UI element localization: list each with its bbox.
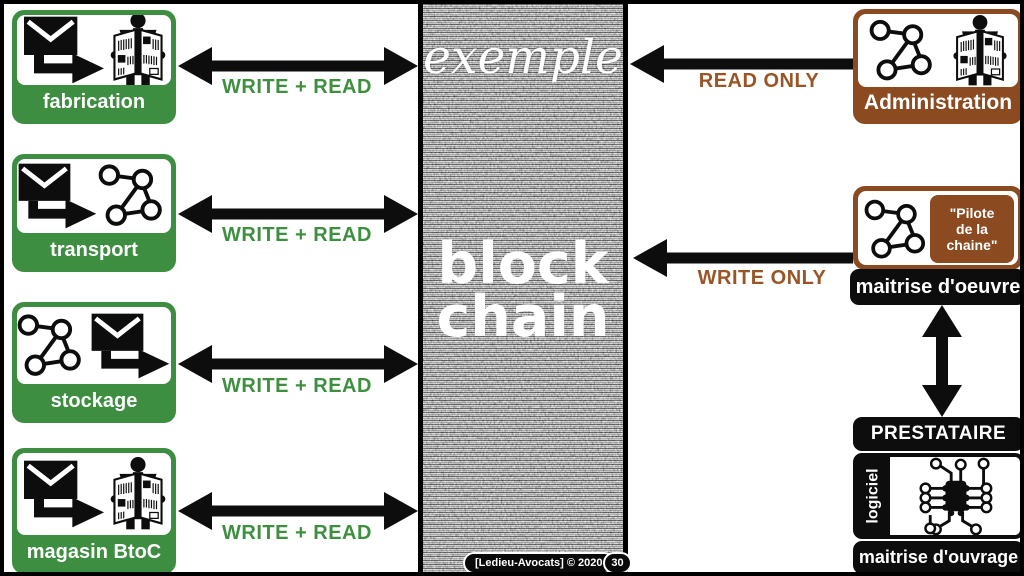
arrow-head-down-icon: [922, 385, 962, 417]
mail-forward-icon: [22, 459, 106, 529]
pilote-badge-line: "Pilote: [949, 205, 995, 221]
actor-box-magasin-btoc: magasin BtoC: [12, 448, 176, 572]
double-arrow-stockage: [178, 344, 418, 384]
arrow-head-left-icon: [178, 345, 212, 383]
logiciel-label: logiciel: [864, 468, 882, 524]
band-script-word: exemple: [423, 30, 623, 85]
maitrise-oeuvre-label: maitrise d'oeuvre: [850, 269, 1020, 305]
access-label-fabrication: WRITE + READ: [222, 76, 372, 98]
arrow-head-right-icon: [384, 345, 418, 383]
arrow-shaft: [936, 327, 948, 395]
arrow-shaft: [659, 252, 853, 264]
band-footer: [Ledieu-Avocats] © 2020 30: [423, 552, 632, 572]
logiciel-side-bar: logiciel: [857, 457, 890, 535]
network-nodes-icon: [98, 163, 171, 229]
chip-circuit-icon: [909, 456, 1001, 536]
actor-box-fabrication: fabrication: [12, 10, 176, 124]
mail-forward-icon: [90, 311, 171, 381]
arrow-shaft: [204, 208, 392, 220]
arrow-head-left-icon: [633, 239, 667, 277]
actor-icons: [858, 14, 1018, 87]
actor-label: stockage: [50, 389, 138, 412]
person-reading-icon: [953, 15, 1007, 87]
arrow-head-right-icon: [384, 492, 418, 530]
double-arrow-fabrication: [178, 46, 418, 86]
actor-box-stockage: stockage: [12, 302, 176, 423]
actor-label: fabrication: [42, 90, 146, 113]
person-reading-icon: [110, 457, 166, 531]
access-label-stockage: WRITE + READ: [222, 375, 372, 397]
band-title-line2: chain: [436, 284, 610, 350]
actor-box-administration: Administration: [853, 9, 1020, 124]
read-only-arrow: [630, 44, 853, 84]
access-label-magasin: WRITE + READ: [222, 522, 372, 544]
maitrise-ouvrage-label: maitrise d'ouvrage: [853, 541, 1020, 572]
mail-forward-icon: [17, 161, 98, 231]
write-only-arrow: [633, 238, 853, 278]
access-label-transport: WRITE + READ: [222, 224, 372, 246]
arrow-head-left-icon: [178, 47, 212, 85]
arrow-shaft: [204, 505, 392, 517]
pilote-badge-line: chaine": [946, 237, 998, 253]
person-reading-icon: [110, 15, 166, 85]
band-title: block chain: [423, 231, 623, 350]
double-arrow-transport: [178, 194, 418, 234]
arrow-head-left-icon: [178, 492, 212, 530]
actor-icons: [17, 307, 171, 384]
arrow-shaft: [656, 58, 853, 70]
scanlines-overlay: [423, 4, 623, 572]
actor-box-maitrise-oeuvre: "Pilote de la chaine": [853, 186, 1020, 270]
network-nodes-icon: [869, 19, 941, 83]
double-arrow-magasin: [178, 491, 418, 531]
page-number-badge: 30: [603, 552, 632, 572]
credit-badge: [Ledieu-Avocats] © 2020: [463, 552, 615, 572]
network-nodes-icon: [864, 199, 934, 261]
access-label-administration: READ ONLY: [698, 70, 820, 92]
actor-icons: "Pilote de la chaine": [858, 191, 1018, 265]
arrow-shaft: [204, 60, 392, 72]
access-label-maitrise-oeuvre: WRITE ONLY: [697, 267, 827, 289]
arrow-head-right-icon: [384, 195, 418, 233]
network-nodes-icon: [17, 313, 90, 379]
arrow-head-right-icon: [384, 47, 418, 85]
band-title-line1: block: [437, 231, 609, 297]
mail-forward-icon: [22, 15, 106, 85]
chip-wrap: [890, 457, 1020, 535]
prestataire-label: PRESTATAIRE: [853, 417, 1020, 451]
actor-label: transport: [50, 238, 138, 261]
arrow-head-up-icon: [922, 305, 962, 337]
arrow-head-left-icon: [630, 45, 664, 83]
arrow-head-left-icon: [178, 195, 212, 233]
pilote-badge: "Pilote de la chaine": [930, 195, 1014, 263]
arrow-shaft: [204, 358, 392, 370]
actor-label: magasin BtoC: [26, 540, 162, 563]
blockchain-band: exemple block chain [Ledieu-Avocats] © 2…: [418, 4, 632, 572]
pilote-badge-line: de la: [956, 221, 988, 237]
logiciel-box: logiciel: [853, 453, 1020, 539]
actor-icons: [17, 15, 171, 85]
actor-icons: [17, 453, 171, 535]
actor-label: Administration: [863, 91, 1013, 114]
actor-box-transport: transport: [12, 154, 176, 272]
actor-icons: [17, 159, 171, 233]
vertical-double-arrow: [922, 305, 962, 417]
